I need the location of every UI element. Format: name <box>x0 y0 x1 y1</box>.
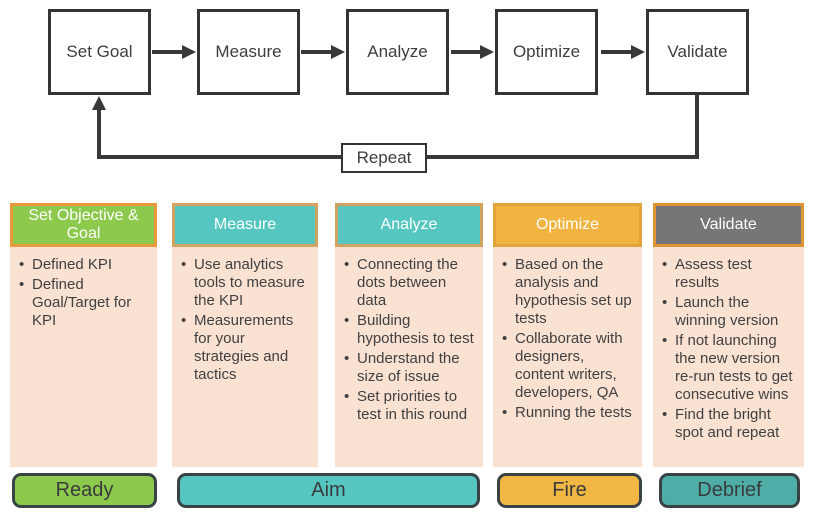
phase-debrief: Debrief <box>659 473 800 508</box>
column-header: Set Objective & Goal <box>10 203 157 247</box>
column-body: Defined KPI Defined Goal/Target for KPI <box>10 247 157 467</box>
column-measure: Measure Use analytics tools to measure t… <box>172 203 318 467</box>
arrowhead-icon <box>631 45 645 59</box>
flow-step-label: Validate <box>667 42 728 61</box>
bullet-list: Defined KPI Defined Goal/Target for KPI <box>19 256 151 330</box>
arrowhead-icon <box>182 45 196 59</box>
flow-step-label: Analyze <box>367 42 428 61</box>
arrowhead-icon <box>480 45 494 59</box>
bullet-item: Set priorities to test in this round <box>344 388 477 424</box>
bullet-item: Based on the analysis and hypothesis set… <box>502 256 636 328</box>
bullet-item: Use analytics tools to measure the KPI <box>181 256 312 310</box>
column-title: Optimize <box>535 216 600 234</box>
bullet-item: Assess test results <box>662 256 798 292</box>
column-set-objective-goal: Set Objective & Goal Defined KPI Defined… <box>10 203 157 467</box>
phase-label: Debrief <box>697 479 762 501</box>
bullet-item: Find the bright spot and repeat <box>662 406 798 442</box>
bullet-item: Defined KPI <box>19 256 151 274</box>
flow-step-set-goal: Set Goal <box>48 9 151 95</box>
phase-fire: Fire <box>497 473 642 508</box>
bullet-list: Use analytics tools to measure the KPI M… <box>181 256 312 384</box>
column-body: Use analytics tools to measure the KPI M… <box>172 247 318 467</box>
arrowhead-icon <box>92 96 106 110</box>
flow-step-label: Set Goal <box>66 42 133 61</box>
bullet-item: If not launching the new version re-run … <box>662 332 798 404</box>
arrowhead-icon <box>331 45 345 59</box>
bullet-item: Collaborate with designers, content writ… <box>502 330 636 402</box>
bullet-item: Understand the size of issue <box>344 350 477 386</box>
flow-step-label: Measure <box>215 42 282 61</box>
bullet-item: Defined Goal/Target for KPI <box>19 276 151 330</box>
phase-label: Ready <box>55 479 114 501</box>
flow-step-analyze: Analyze <box>346 9 449 95</box>
flow-step-optimize: Optimize <box>495 9 598 95</box>
column-body: Assess test results Launch the winning v… <box>653 247 804 467</box>
phase-ready: Ready <box>12 473 157 508</box>
phase-label: Aim <box>311 479 346 501</box>
column-validate: Validate Assess test results Launch the … <box>653 203 804 467</box>
flow-step-measure: Measure <box>197 9 300 95</box>
column-header: Validate <box>653 203 804 247</box>
bullet-item: Running the tests <box>502 404 636 422</box>
repeat-label: Repeat <box>356 148 412 167</box>
phase-label: Fire <box>552 479 587 501</box>
flow-step-validate: Validate <box>646 9 749 95</box>
column-header: Optimize <box>493 203 642 247</box>
repeat-loop-label-box: Repeat <box>341 143 427 173</box>
column-title: Validate <box>700 216 757 234</box>
column-title: Measure <box>213 216 277 234</box>
bullet-item: Building hypothesis to test <box>344 312 477 348</box>
column-analyze: Analyze Connecting the dots between data… <box>335 203 483 467</box>
flow-step-label: Optimize <box>512 42 581 61</box>
phase-aim: Aim <box>177 473 480 508</box>
column-body: Based on the analysis and hypothesis set… <box>493 247 642 467</box>
column-header: Analyze <box>335 203 483 247</box>
bullet-item: Launch the winning version <box>662 294 798 330</box>
column-header: Measure <box>172 203 318 247</box>
column-body: Connecting the dots between data Buildin… <box>335 247 483 467</box>
bullet-list: Based on the analysis and hypothesis set… <box>502 256 636 422</box>
column-optimize: Optimize Based on the analysis and hypot… <box>493 203 642 467</box>
column-title: Analyze <box>380 216 438 234</box>
bullet-item: Connecting the dots between data <box>344 256 477 310</box>
column-title: Set Objective & Goal <box>28 207 139 242</box>
bullet-item: Measurements for your strategies and tac… <box>181 312 312 384</box>
bullet-list: Connecting the dots between data Buildin… <box>344 256 477 424</box>
bullet-list: Assess test results Launch the winning v… <box>662 256 798 442</box>
